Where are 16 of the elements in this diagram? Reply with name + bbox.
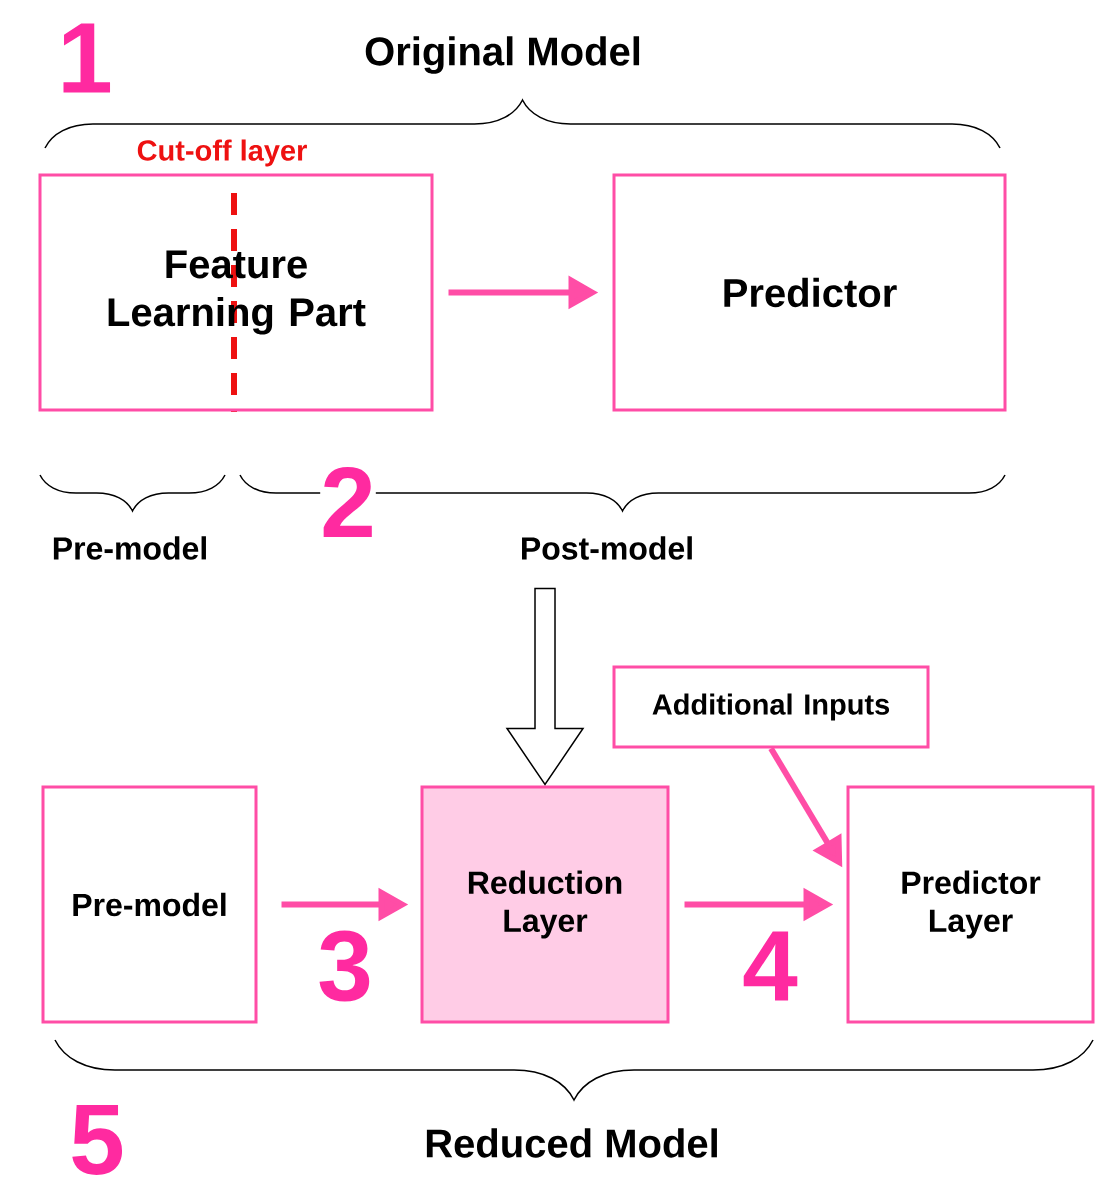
process-box: Feature Learning Part [38,173,434,412]
callout-number: 2 [320,467,376,537]
process-box: Reduction Layer [420,785,670,1024]
input-box: Additional Inputs [612,665,930,749]
callout-number: 1 [57,23,113,93]
block-arrow [505,587,585,786]
callout-number: 4 [742,931,798,1001]
bracket-label: Post-model [522,536,692,560]
process-box: Predictor Layer [846,785,1095,1024]
callout-number: 3 [317,930,373,1002]
bracket-label: Pre-model [53,536,206,560]
bracket-label: Original Model [365,36,640,74]
callout-number: 5 [69,1105,125,1175]
process-box: Predictor [612,173,1007,412]
bracket-label: Reduced Model [426,1128,717,1158]
process-box: Pre-model [41,785,258,1024]
